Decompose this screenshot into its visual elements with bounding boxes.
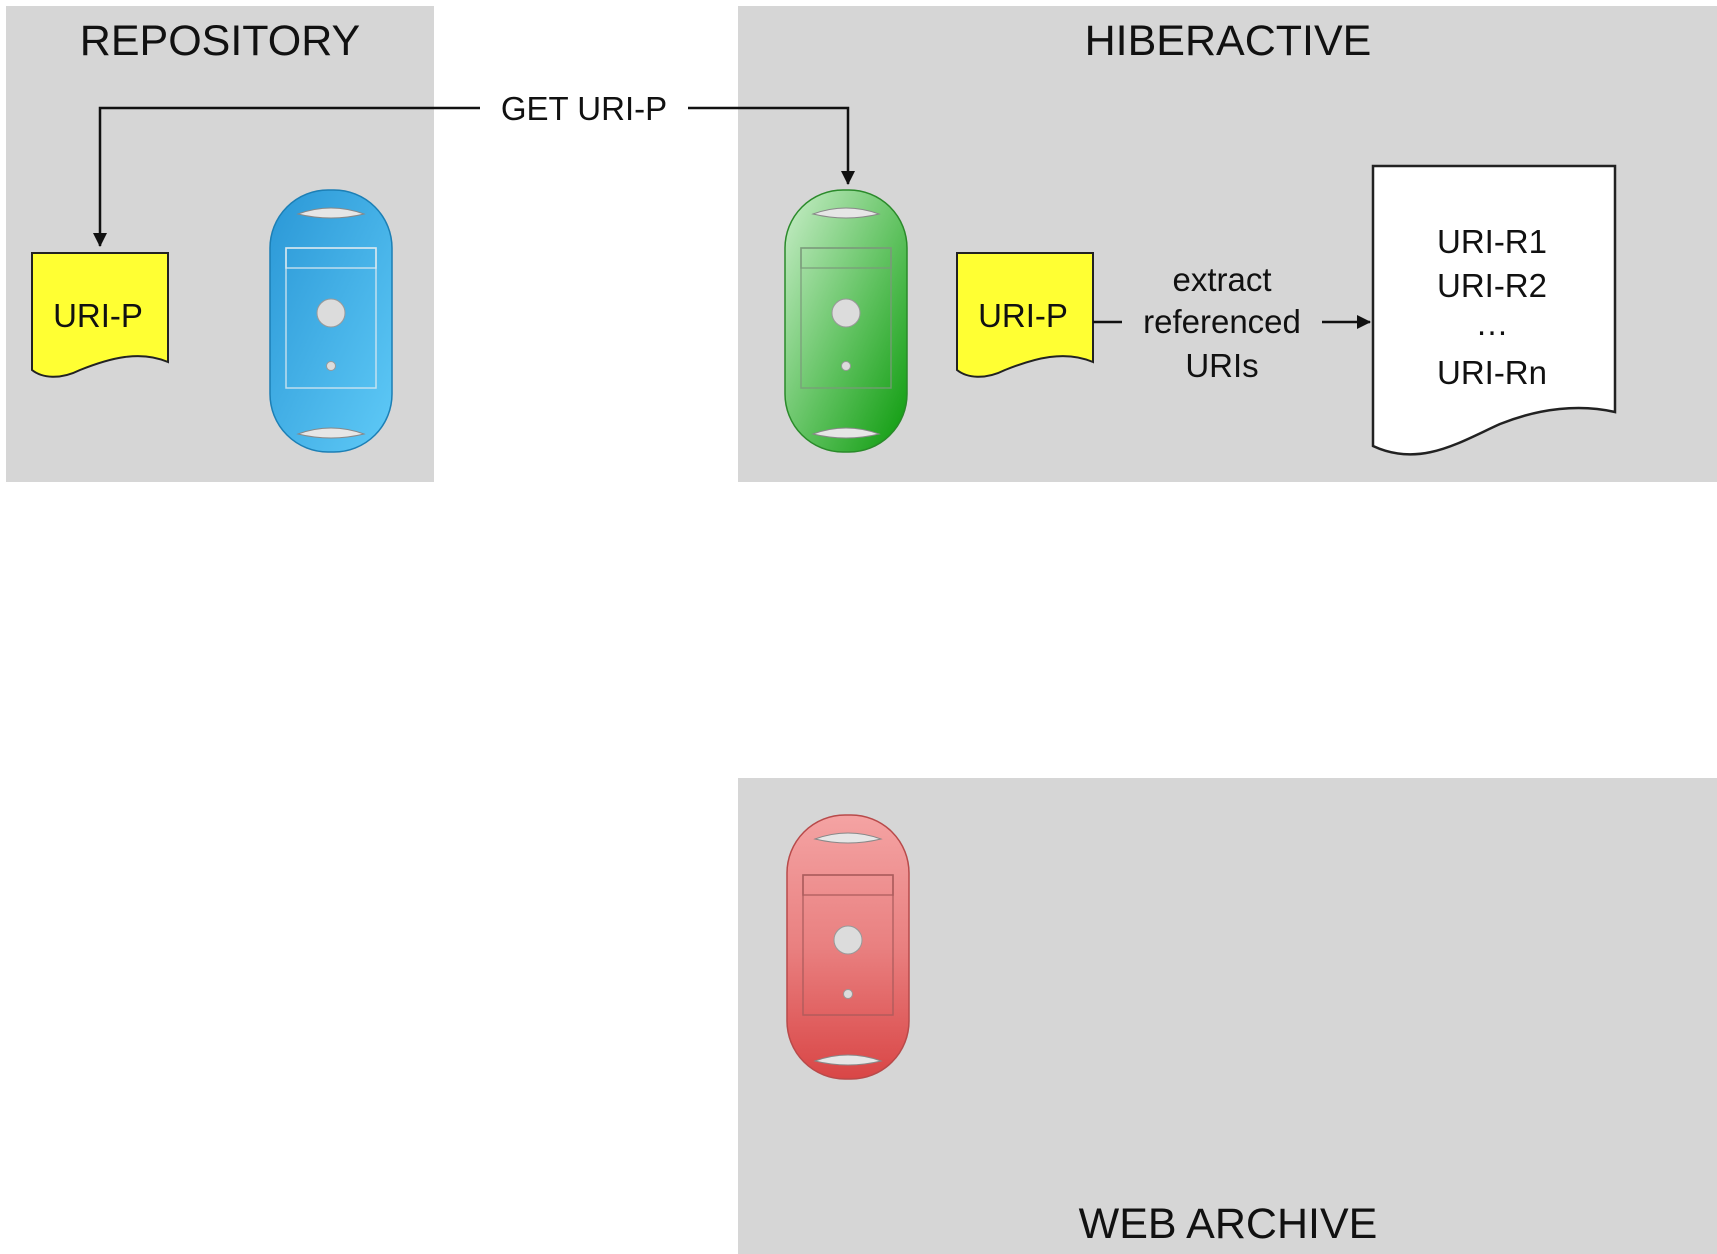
uri-list-document: URI-R1 URI-R2 … URI-Rn: [1371, 164, 1617, 456]
extract-label-line-3: URIs: [1185, 347, 1258, 384]
hiberactive-server-icon: [784, 189, 908, 453]
repository-document: URI-P: [31, 252, 169, 378]
get-request-label: GET URI-P: [501, 90, 667, 127]
uri-list-item: URI-Rn: [1437, 354, 1547, 391]
get-request-line-left: [93, 106, 480, 247]
get-request-connector: GET URI-P: [93, 90, 855, 247]
hiberactive-document: URI-P: [956, 252, 1094, 378]
uri-list-item: URI-R1: [1437, 223, 1547, 260]
hiberactive-document-label: URI-P: [978, 297, 1068, 334]
web-archive-title: WEB ARCHIVE: [1079, 1200, 1378, 1248]
repository-title: REPOSITORY: [80, 17, 360, 65]
uri-list-item: URI-R2: [1437, 267, 1547, 304]
extract-label-line-2: referenced: [1143, 303, 1301, 340]
extract-connector: extract referenced URIs: [1093, 261, 1371, 384]
web-archive-server-icon: [786, 814, 910, 1080]
uri-list-item: …: [1476, 305, 1509, 342]
get-request-line-right: [688, 106, 855, 185]
extract-label-line-1: extract: [1172, 261, 1271, 298]
hiberactive-title: HIBERACTIVE: [1085, 17, 1372, 65]
repository-server-icon: [269, 189, 393, 453]
repository-document-label: URI-P: [53, 297, 143, 334]
